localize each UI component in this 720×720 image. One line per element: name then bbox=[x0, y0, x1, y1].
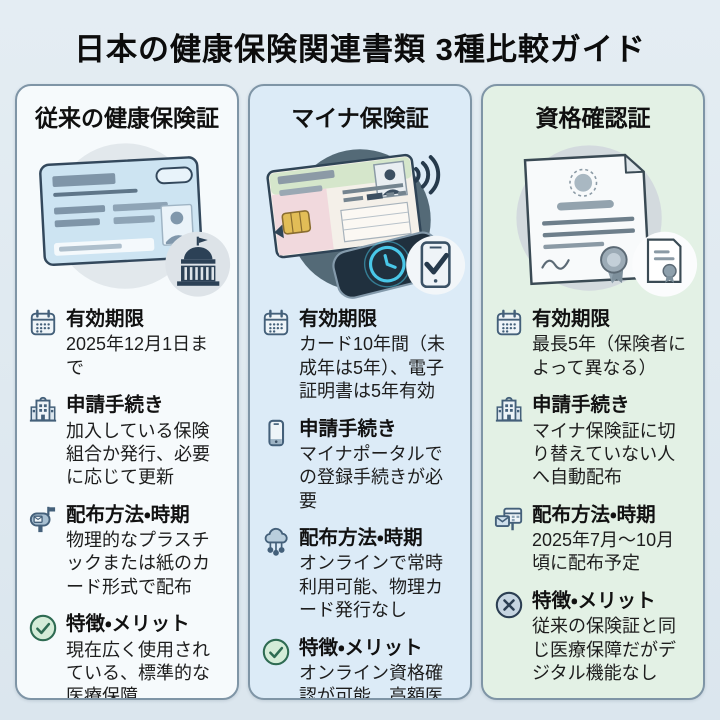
section-distribution: 配布方法・時期 物理的なプラスチックまたは紙のカード形式で配布 bbox=[28, 503, 226, 600]
ribbon-seal bbox=[600, 246, 628, 284]
section-body: 2025年12月1日まで bbox=[66, 334, 209, 378]
column-eligibility-certificate: 資格確認証 bbox=[481, 84, 705, 700]
mail-schedule-icon bbox=[494, 504, 524, 534]
cross-circle-icon bbox=[494, 590, 524, 620]
section-heading: 申請手続き bbox=[532, 394, 630, 417]
section-body: マイナポータルでの登録手続きが必要 bbox=[299, 443, 443, 511]
section-heading: 配布方法・時期 bbox=[532, 503, 656, 526]
calendar-icon bbox=[28, 308, 58, 338]
column-title: マイナ保険証 bbox=[291, 105, 429, 131]
section-application: 申請手続き マイナ保険証に切り替えていない人へ自動配布 bbox=[494, 393, 692, 490]
column-traditional-insurance: 従来の健康保険証 bbox=[15, 84, 239, 700]
section-heading: 特徴・メリット bbox=[66, 613, 190, 636]
section-heading: 配布方法・時期 bbox=[299, 527, 423, 550]
section-validity: 有効期限 最長5年（保険者によって異なる） bbox=[494, 307, 692, 380]
section-heading: 有効期限 bbox=[66, 308, 145, 330]
mini-document-icon bbox=[646, 238, 682, 283]
section-heading: 有効期限 bbox=[532, 308, 611, 330]
section-features: 特徴・メリット 現在広く使用されている、標準的な医療保障 bbox=[28, 612, 226, 700]
section-body: 物理的なプラスチックまたは紙のカード形式で配布 bbox=[66, 530, 210, 597]
comparison-columns: 従来の健康保険証 bbox=[0, 84, 720, 700]
building-icon bbox=[494, 394, 524, 424]
section-heading: 有効期限 bbox=[299, 308, 378, 330]
section-validity: 有効期限 カード10年間（未成年は5年）、電子証明書は5年有効 bbox=[261, 307, 459, 404]
traditional-insurance-card-illustration bbox=[17, 135, 237, 303]
section-heading: 申請手続き bbox=[66, 394, 164, 417]
smartphone-icon bbox=[261, 418, 291, 448]
section-body: オンライン資格確認が可能、高額医療費制度の自動適用 bbox=[299, 663, 443, 700]
mailbox-icon bbox=[28, 504, 58, 534]
column-sections: 有効期限 2025年12月1日まで 申請手続き 加入している保険組合か発行、必要… bbox=[17, 303, 237, 700]
section-body: 2025年7月〜10月頃に配布予定 bbox=[532, 530, 675, 574]
section-distribution: 配布方法・時期 2025年7月〜10月頃に配布予定 bbox=[494, 503, 692, 576]
column-myna-insurance: マイナ保険証 bbox=[248, 84, 472, 700]
section-heading: 特徴・メリット bbox=[299, 636, 423, 659]
nfc-waves-icon bbox=[414, 155, 441, 195]
phone-check-icon bbox=[420, 241, 451, 289]
column-title: 従来の健康保険証 bbox=[35, 105, 219, 131]
section-body: マイナ保険証に切り替えていない人へ自動配布 bbox=[532, 420, 676, 488]
section-heading: 申請手続き bbox=[299, 417, 397, 440]
cloud-network-icon bbox=[261, 527, 291, 557]
check-circle-icon bbox=[261, 637, 291, 667]
section-body: 従来の保険証と同じ医療保障だがデジタル機能なし bbox=[532, 616, 676, 684]
building-icon bbox=[28, 394, 58, 424]
section-body: 現在広く使用されている、標準的な医療保障 bbox=[66, 639, 210, 700]
page-title: 日本の健康保険関連書類 3種比較ガイド bbox=[74, 32, 646, 67]
check-circle-icon bbox=[28, 613, 58, 643]
government-building-icon bbox=[177, 236, 220, 286]
section-validity: 有効期限 2025年12月1日まで bbox=[28, 307, 226, 380]
section-body: カード10年間（未成年は5年）、電子証明書は5年有効 bbox=[299, 334, 446, 402]
section-features: 特徴・メリット オンライン資格確認が可能、高額医療費制度の自動適用 bbox=[261, 636, 459, 700]
section-body: 加入している保険組合か発行、必要に応じて更新 bbox=[66, 420, 210, 488]
column-sections: 有効期限 カード10年間（未成年は5年）、電子証明書は5年有効 申請手続き マイ… bbox=[250, 303, 470, 700]
section-body: 最長5年（保険者によって異なる） bbox=[532, 334, 687, 378]
section-heading: 特徴・メリット bbox=[532, 589, 656, 612]
section-body: オンラインで常時利用可能、物理カード発行なし bbox=[299, 553, 443, 621]
column-sections: 有効期限 最長5年（保険者によって異なる） 申請手続き マイナ保険証に切り替えて… bbox=[483, 303, 703, 695]
calendar-icon bbox=[261, 308, 291, 338]
myna-card-smartphone-illustration bbox=[250, 135, 470, 303]
section-application: 申請手続き マイナポータルでの登録手続きが必要 bbox=[261, 417, 459, 514]
section-application: 申請手続き 加入している保険組合か発行、必要に応じて更新 bbox=[28, 393, 226, 490]
calendar-icon bbox=[494, 308, 524, 338]
section-features: 特徴・メリット 従来の保険証と同じ医療保障だがデジタル機能なし bbox=[494, 589, 692, 686]
certificate-document-illustration bbox=[483, 135, 703, 303]
column-title: 資格確認証 bbox=[535, 105, 651, 131]
section-heading: 配布方法・時期 bbox=[66, 503, 190, 526]
section-distribution: 配布方法・時期 オンラインで常時利用可能、物理カード発行なし bbox=[261, 526, 459, 623]
